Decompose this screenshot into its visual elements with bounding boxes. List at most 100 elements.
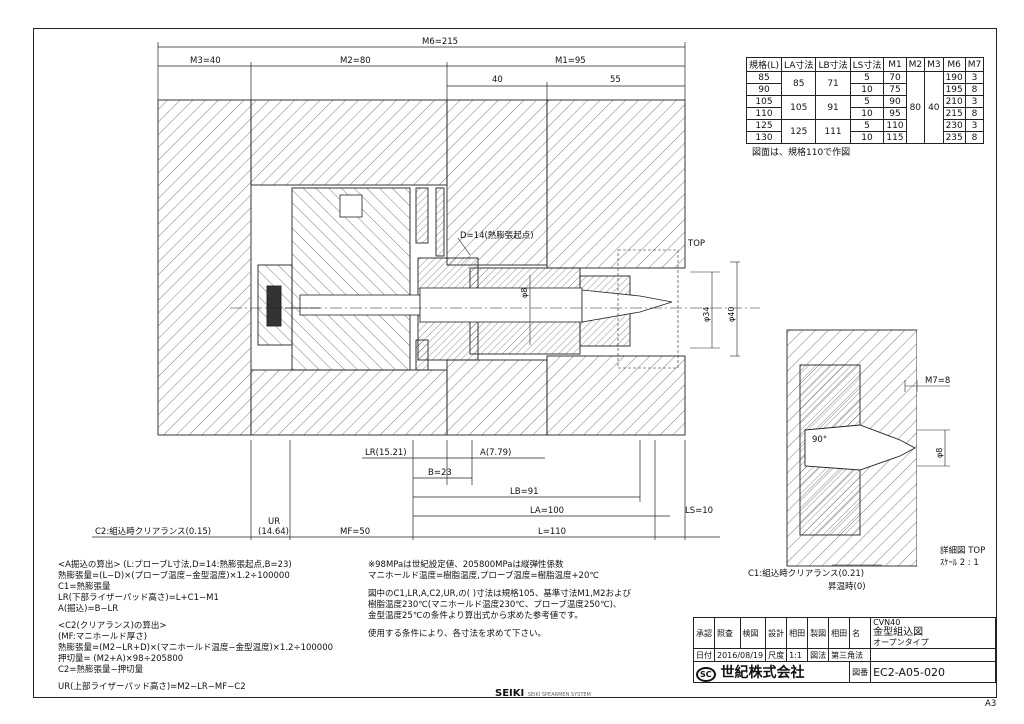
dim-m6: M6=215 — [422, 37, 458, 47]
dim-lb: LB=91 — [510, 487, 539, 497]
table-cell: 215 — [942, 107, 966, 120]
note-line: 樹脂温度230℃(マニホールド温度230℃、プローブ温度250℃)、 — [368, 600, 622, 610]
table-cell: 105 — [745, 95, 783, 108]
tb-check: 照査 — [714, 617, 741, 649]
tb-approve: 承認 — [693, 617, 715, 649]
tb-draw: 製図 — [807, 617, 830, 649]
table-row: 125 125 111 5 110 230 3 — [745, 119, 985, 144]
dim-b: B=23 — [428, 468, 452, 478]
spec-header-row: 規格(L) LA寸法 LB寸法 LS寸法 M1 M2 M3 M6 M7 — [745, 57, 985, 72]
tb-drafter: 相田 — [828, 617, 851, 649]
dim-phi34: φ34 — [702, 307, 711, 322]
detail-angle: 90° — [812, 435, 827, 445]
table-cell: 190 — [942, 71, 966, 84]
table-cell: 110 — [883, 119, 907, 132]
table-cell: 3 — [964, 95, 985, 108]
table-row: 105 105 91 5 90 210 3 — [745, 95, 985, 120]
table-cell: 90 — [883, 95, 907, 108]
table-cell: 3 — [964, 71, 985, 84]
dim-m1: M1=95 — [555, 56, 586, 66]
table-cell: 111 — [815, 119, 851, 144]
spec-header: 規格(L) — [745, 57, 783, 72]
tb-date: 2016/08/19 — [713, 648, 767, 662]
note-line: 図中のC1,LR,A,C2,UR,の( )寸法は規格105、基準寸法M1,M2お… — [368, 589, 632, 599]
table-cell: 235 — [942, 131, 966, 144]
dim-ur-value: (14.64) — [258, 527, 289, 537]
note-line: 熱膨張量=(M2−LR+D)×(マニホールド温度−金型温度)×1.2÷10000… — [58, 643, 334, 653]
table-cell: 71 — [815, 71, 851, 96]
table-cell: 105 — [781, 95, 817, 120]
drawing-title: 金型組込図 — [873, 627, 924, 638]
dim-m2: M2=80 — [340, 56, 371, 66]
spec-header: M6 — [942, 57, 966, 72]
table-row: 90 10 75 195 8 — [745, 83, 985, 96]
notes-right: ※98MPaは世紀設定値、205800MPaは縦弾性係数 マニホールド温度=樹脂… — [368, 560, 631, 640]
table-cell: 80 — [905, 71, 926, 144]
tb-design: 設計 — [765, 617, 788, 649]
product-code: CVN40 — [873, 618, 901, 627]
dim-d14: D=14(熱膨張起点) — [460, 230, 534, 241]
dim-40: 40 — [492, 75, 503, 85]
note-line: A(掘込)=B−LR — [58, 604, 119, 614]
table-cell: 195 — [942, 83, 966, 96]
table-cell: 70 — [883, 71, 907, 84]
detail-temp: 昇温時(0) — [828, 582, 866, 592]
note-line: C2=熱膨張量−押切量 — [58, 665, 144, 675]
spec-header: LS寸法 — [849, 57, 885, 72]
note-line: 押切量= (M2+A)×98÷205800 — [58, 654, 184, 664]
table-cell: 95 — [883, 107, 907, 120]
table-cell: 125 — [781, 119, 817, 144]
table-cell: 110 — [745, 107, 783, 120]
detail-phi8: φ8 — [935, 448, 944, 458]
table-row: 85 85 71 5 70 80 40 190 3 — [745, 71, 985, 144]
table-cell: 3 — [964, 119, 985, 132]
tb-date-label: 日付 — [693, 648, 715, 662]
table-cell: 8 — [964, 131, 985, 144]
table-cell: 10 — [849, 107, 885, 120]
tb-name-label: 名 — [849, 617, 872, 649]
tb-verify: 検図 — [739, 617, 767, 649]
note-line: 金型温度25℃の条件より算出式から求めた参考値です。 — [368, 611, 583, 621]
note-line: C1=熱膨張量 — [58, 582, 111, 592]
note-line: 熱膨張量=(L−D)×(プローブ温度−金型温度)×1.2÷100000 — [58, 571, 290, 581]
note-line: マニホールド温度=樹脂温度,プローブ温度=樹脂温度+20℃ — [368, 571, 599, 581]
tb-method-label: 図法 — [807, 648, 830, 662]
drawing-number: EC2-A05-020 — [870, 661, 997, 683]
table-cell: 85 — [781, 71, 817, 96]
note-line: 使用する条件により、各寸法を求めて下さい。 — [368, 629, 546, 639]
table-cell: 8 — [964, 107, 985, 120]
tb-product: CVN40 金型組込図 オープンタイプ — [870, 617, 997, 649]
table-cell: 130 — [745, 131, 783, 144]
title-block: 承認 照査 検図 設計 相田 製図 相田 名 CVN40 金型組込図 オープンタ… — [692, 617, 997, 683]
table-cell: 91 — [815, 95, 851, 120]
seiki-logo-text: SEIKI — [495, 688, 525, 699]
table-cell: 125 — [745, 119, 783, 132]
detail-m7: M7=8 — [925, 376, 950, 386]
company-logo: SC — [696, 667, 716, 682]
company-name: 世紀株式会社 — [720, 665, 805, 681]
paper-size: A3 — [985, 699, 997, 709]
tb-company: SC 世紀株式会社 — [692, 661, 851, 683]
dim-ur: UR — [268, 517, 280, 527]
table-cell: 8 — [964, 83, 985, 96]
table-cell: 230 — [942, 119, 966, 132]
spec-header: M2 — [905, 57, 926, 72]
dim-lr: LR(15.21) — [365, 448, 407, 458]
dim-la: LA=100 — [530, 506, 564, 516]
table-cell: 85 — [745, 71, 783, 84]
detail-c1: C1:組込時クリアランス(0.21) — [748, 569, 865, 579]
note-line: (MF:マニホールド厚さ) — [58, 632, 148, 642]
table-cell: 90 — [745, 83, 783, 96]
dim-c2: C2:組込時クリアランス(0.15) — [95, 526, 211, 537]
spec-header: M3 — [924, 57, 944, 72]
spec-header: LB寸法 — [815, 57, 851, 72]
dim-ls: LS=10 — [685, 506, 713, 516]
spec-header: M7 — [964, 57, 985, 72]
table-cell: 5 — [849, 119, 885, 132]
tb-method: 第三角法 — [828, 648, 872, 662]
note-line: <C2(クリアランス)の算出> — [58, 621, 167, 631]
tb-number-label: 図番 — [849, 661, 872, 683]
table-cell: 40 — [924, 71, 944, 144]
tb-scale: 1:1 — [786, 648, 809, 662]
seiki-logo: SEIKI SEIKI SPEARMEN SYSTEM — [495, 688, 591, 701]
